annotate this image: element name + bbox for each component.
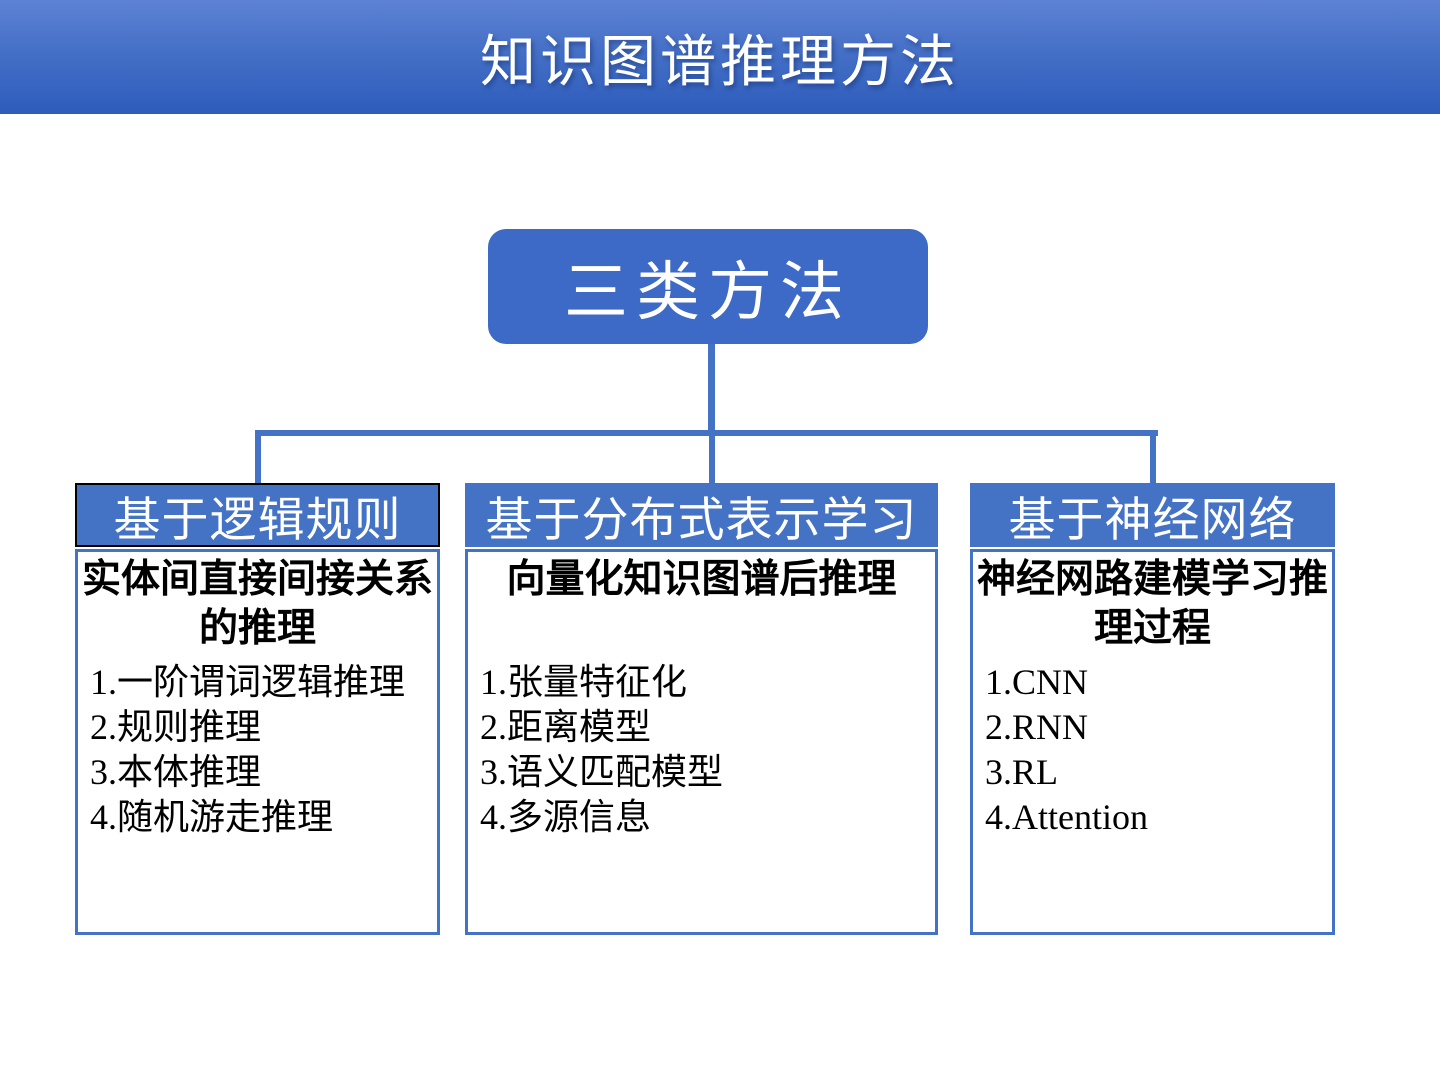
column-header-label: 基于分布式表示学习 <box>485 494 918 547</box>
list-item: 1.一阶谓词逻辑推理 <box>90 662 406 702</box>
connector-drop-right <box>1150 430 1156 485</box>
connector-stem <box>708 344 715 434</box>
column-item-list: 1.一阶谓词逻辑推理 2.规则推理 3.本体推理 4.随机游走推理 <box>90 660 433 840</box>
list-item: 2.距离模型 <box>480 707 652 747</box>
title-banner: 知识图谱推理方法 <box>0 0 1440 114</box>
connector-drop-left <box>255 430 261 485</box>
list-item: 1.CNN <box>985 662 1089 702</box>
list-item: 4.多源信息 <box>480 797 652 837</box>
column-item-list: 1.张量特征化 2.距离模型 3.语义匹配模型 4.多源信息 <box>480 660 931 840</box>
root-node-label: 三类方法 <box>564 256 852 328</box>
column-distributed-representation-body: 向量化知识图谱后推理 1.张量特征化 2.距离模型 3.语义匹配模型 4.多源信… <box>465 549 938 935</box>
list-item: 1.张量特征化 <box>480 662 688 702</box>
column-neural-network-body: 神经网路建模学习推理过程 1.CNN 2.RNN 3.RL 4.Attentio… <box>970 549 1335 935</box>
list-item: 3.语义匹配模型 <box>480 752 724 792</box>
column-logic-rules-body: 实体间直接间接关系的推理 1.一阶谓词逻辑推理 2.规则推理 3.本体推理 4.… <box>75 549 440 935</box>
connector-drop-center <box>709 430 715 485</box>
list-item: 4.随机游走推理 <box>90 797 334 837</box>
list-item: 3.RL <box>985 752 1059 792</box>
list-item: 3.本体推理 <box>90 752 262 792</box>
column-logic-rules-header: 基于逻辑规则 <box>75 483 440 547</box>
list-item: 2.RNN <box>985 707 1089 747</box>
connector-horizontal <box>255 430 1158 436</box>
column-item-list: 1.CNN 2.RNN 3.RL 4.Attention <box>985 660 1328 840</box>
column-subtitle: 神经网路建模学习推理过程 <box>976 558 1328 650</box>
column-subtitle: 向量化知识图谱后推理 <box>506 558 897 601</box>
column-header-label: 基于神经网络 <box>1008 494 1297 547</box>
root-node: 三类方法 <box>488 229 928 344</box>
column-distributed-representation-header: 基于分布式表示学习 <box>465 483 938 547</box>
list-item: 4.Attention <box>985 797 1148 837</box>
list-item: 2.规则推理 <box>90 707 262 747</box>
slide-title: 知识图谱推理方法 <box>480 29 960 93</box>
column-subtitle: 实体间直接间接关系的推理 <box>81 558 433 650</box>
column-header-label: 基于逻辑规则 <box>113 494 402 547</box>
column-neural-network-header: 基于神经网络 <box>970 483 1335 547</box>
column-logic-rules: 基于逻辑规则 实体间直接间接关系的推理 1.一阶谓词逻辑推理 2.规则推理 3.… <box>75 483 440 935</box>
column-neural-network: 基于神经网络 神经网路建模学习推理过程 1.CNN 2.RNN 3.RL 4.A… <box>970 483 1335 935</box>
column-distributed-representation: 基于分布式表示学习 向量化知识图谱后推理 1.张量特征化 2.距离模型 3.语义… <box>465 483 938 935</box>
